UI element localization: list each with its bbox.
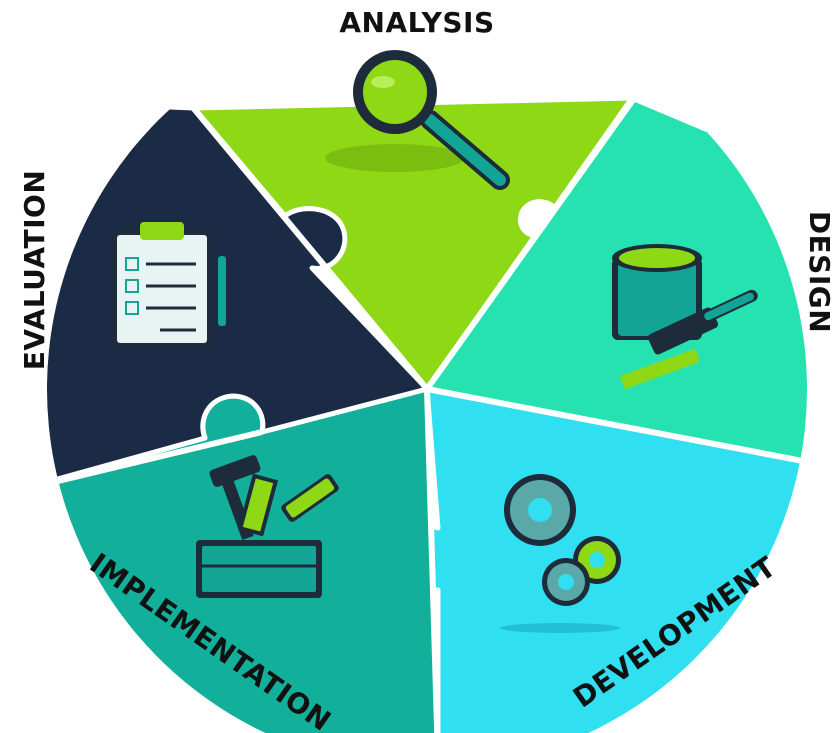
- toolbox-icon: [196, 455, 339, 598]
- gears-icon: [500, 474, 621, 633]
- clipboard-checklist-icon: [112, 222, 226, 348]
- label-design: DESIGN: [803, 211, 836, 333]
- paint-can-brush-icon: [612, 244, 758, 390]
- label-evaluation: EVALUATION: [18, 170, 51, 371]
- magnifying-glass-icon: [325, 50, 510, 190]
- label-analysis: ANALYSIS: [339, 6, 494, 39]
